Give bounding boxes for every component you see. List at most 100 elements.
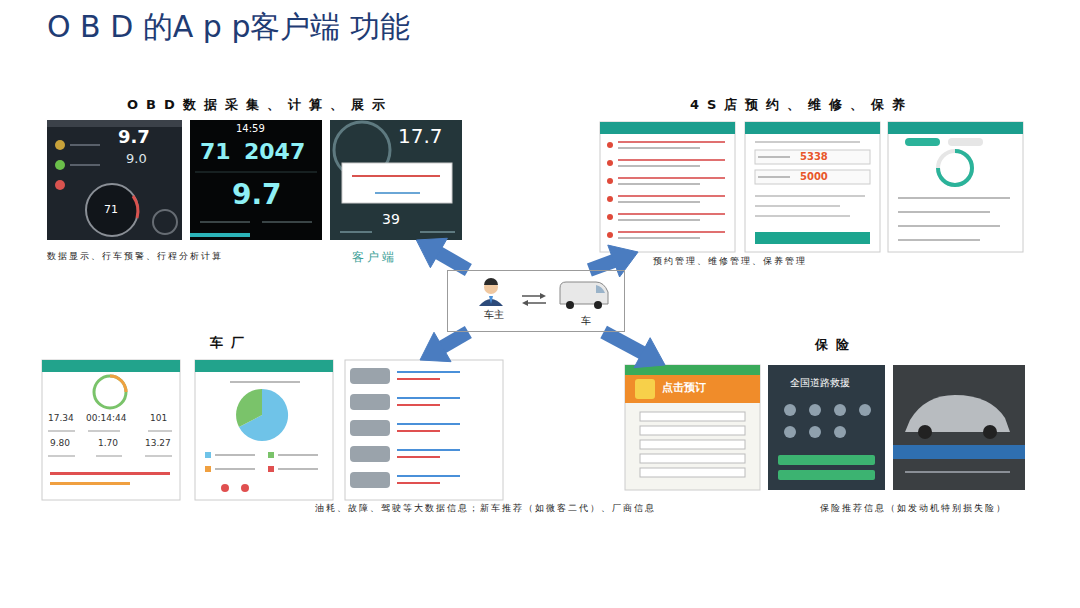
phone-screenshot-part [397, 397, 460, 399]
phone-screenshot-part [938, 151, 972, 185]
phone-screenshot-part [148, 430, 172, 432]
screen-text: 全国道路救援 [790, 377, 850, 388]
arrow-shaft [604, 332, 644, 354]
phone-screenshot-part [55, 140, 65, 150]
phone-screenshot-part [200, 221, 250, 223]
phone-screenshot-part [640, 468, 745, 477]
phone-screenshot-part [618, 237, 700, 239]
phone-screenshot-part [640, 454, 745, 463]
arrow-head [416, 238, 447, 267]
phone-screenshot-part [42, 360, 180, 500]
phone-screenshot-part [88, 430, 120, 432]
page-title: O B D 的A p p客户端 功能 [40, 8, 410, 46]
phone-screenshot-part [618, 213, 725, 215]
phone-screenshot-part [145, 455, 172, 457]
arrow-head [420, 332, 451, 361]
screen-text: 39 [382, 212, 400, 227]
phone-screenshot-part [241, 484, 249, 492]
phone-screenshot-part [345, 360, 503, 500]
phone-screenshot-part [758, 156, 790, 158]
phone-screenshot-part [278, 468, 318, 470]
screen-text: 9.7 [232, 180, 282, 211]
phone-screenshot-part [905, 138, 940, 146]
phone-screenshot-part [94, 376, 126, 408]
phone-screenshot-part [195, 172, 317, 173]
owner-car-icons-part [540, 293, 546, 299]
phone-screenshot-part [893, 365, 1025, 490]
phone-screenshot-part [221, 484, 229, 492]
owner-car-icons-part [525, 302, 546, 304]
phone-screenshot-part [195, 360, 333, 500]
phone-screenshot [888, 122, 1023, 252]
phone-screenshot-part [48, 455, 75, 457]
phone-screenshot-part [350, 420, 390, 436]
phone-screenshot-part [618, 219, 700, 221]
phone-screenshot-part [375, 192, 420, 194]
phone-screenshot-part [96, 455, 122, 457]
phone-screenshot-part [110, 376, 126, 392]
arrow-head [608, 245, 638, 277]
phone-screenshot-part [278, 454, 318, 456]
phone-screenshot-part [350, 368, 390, 384]
owner-car-icons-part [566, 301, 574, 309]
owner-car-icons-part [484, 278, 498, 285]
icon-label: 车主 [484, 309, 504, 321]
phone-screenshot-part [618, 165, 700, 167]
owner-car-icons [447, 270, 625, 332]
screen-text: 1.70 [98, 439, 118, 449]
phone-screenshot-part [342, 163, 452, 203]
phone-screenshot-part [893, 445, 1025, 459]
phone-screenshot-part [397, 371, 460, 373]
screen-text: 101 [150, 414, 167, 424]
phone-screenshot-part [898, 211, 990, 213]
phone-screenshot-part [397, 430, 440, 432]
screen-text: 9.80 [50, 439, 70, 449]
phone-screenshot-part [778, 455, 875, 465]
phone-screenshot-part [898, 197, 1010, 199]
phone-screenshot-part [618, 177, 725, 179]
screen-text: 71 [104, 204, 118, 216]
phone-screenshot-part [898, 239, 980, 241]
arrow-shaft [589, 260, 615, 270]
phone-screenshot [195, 360, 333, 500]
phone-screenshot-part [618, 183, 700, 185]
phone-screenshot-part [784, 404, 796, 416]
phone-screenshot [190, 120, 322, 240]
owner-car-icons-part [560, 282, 608, 304]
owner-car-icons-part [522, 300, 528, 306]
group-heading: 保险 [815, 338, 857, 353]
phone-screenshot-part [778, 470, 875, 480]
phone-screenshot-part [190, 233, 250, 237]
client-box: 车主车 [447, 270, 625, 332]
group-heading: OBD数据采集、计算、展示 [127, 98, 393, 113]
arrow-head [634, 338, 665, 368]
phone-screenshot-part [205, 466, 211, 472]
phone-screenshot-part [352, 175, 440, 177]
phone-screenshot-part [618, 195, 725, 197]
phone-screenshot-part [47, 120, 182, 240]
screen-group: 车厂油耗、故障、驾驶等大数据信息；新车推荐（如微客二代）、厂商信息 [42, 360, 503, 500]
screen-text: 00:14:44 [86, 414, 126, 424]
phone-screenshot-part [397, 482, 440, 484]
phone-screenshot-part [809, 404, 821, 416]
owner-car-icons-part [594, 301, 602, 309]
phone-screenshot-part [755, 170, 870, 184]
owner-car-icons-part [447, 270, 625, 332]
phone-screenshot-part [215, 454, 255, 456]
owner-car-icons-part [489, 296, 493, 304]
phone-screenshot-part [262, 221, 312, 223]
phone-screenshot-part [859, 404, 871, 416]
screen-text: 17.7 [398, 125, 443, 147]
phone-screenshot-part [983, 425, 997, 439]
phone-screenshot-part [640, 412, 745, 421]
phone-screenshot-part [607, 214, 613, 220]
phone-screenshot-part [195, 360, 333, 372]
screen-text: 9.7 [118, 127, 150, 147]
phone-screenshot-part [397, 456, 440, 458]
owner-car-icons-part [522, 295, 543, 297]
phone-screenshot [330, 120, 462, 240]
arrow-shaft [441, 332, 469, 348]
phone-screenshot-part [607, 196, 613, 202]
group-caption: 油耗、故障、驾驶等大数据信息；新车推荐（如微客二代）、厂商信息 [315, 503, 656, 513]
